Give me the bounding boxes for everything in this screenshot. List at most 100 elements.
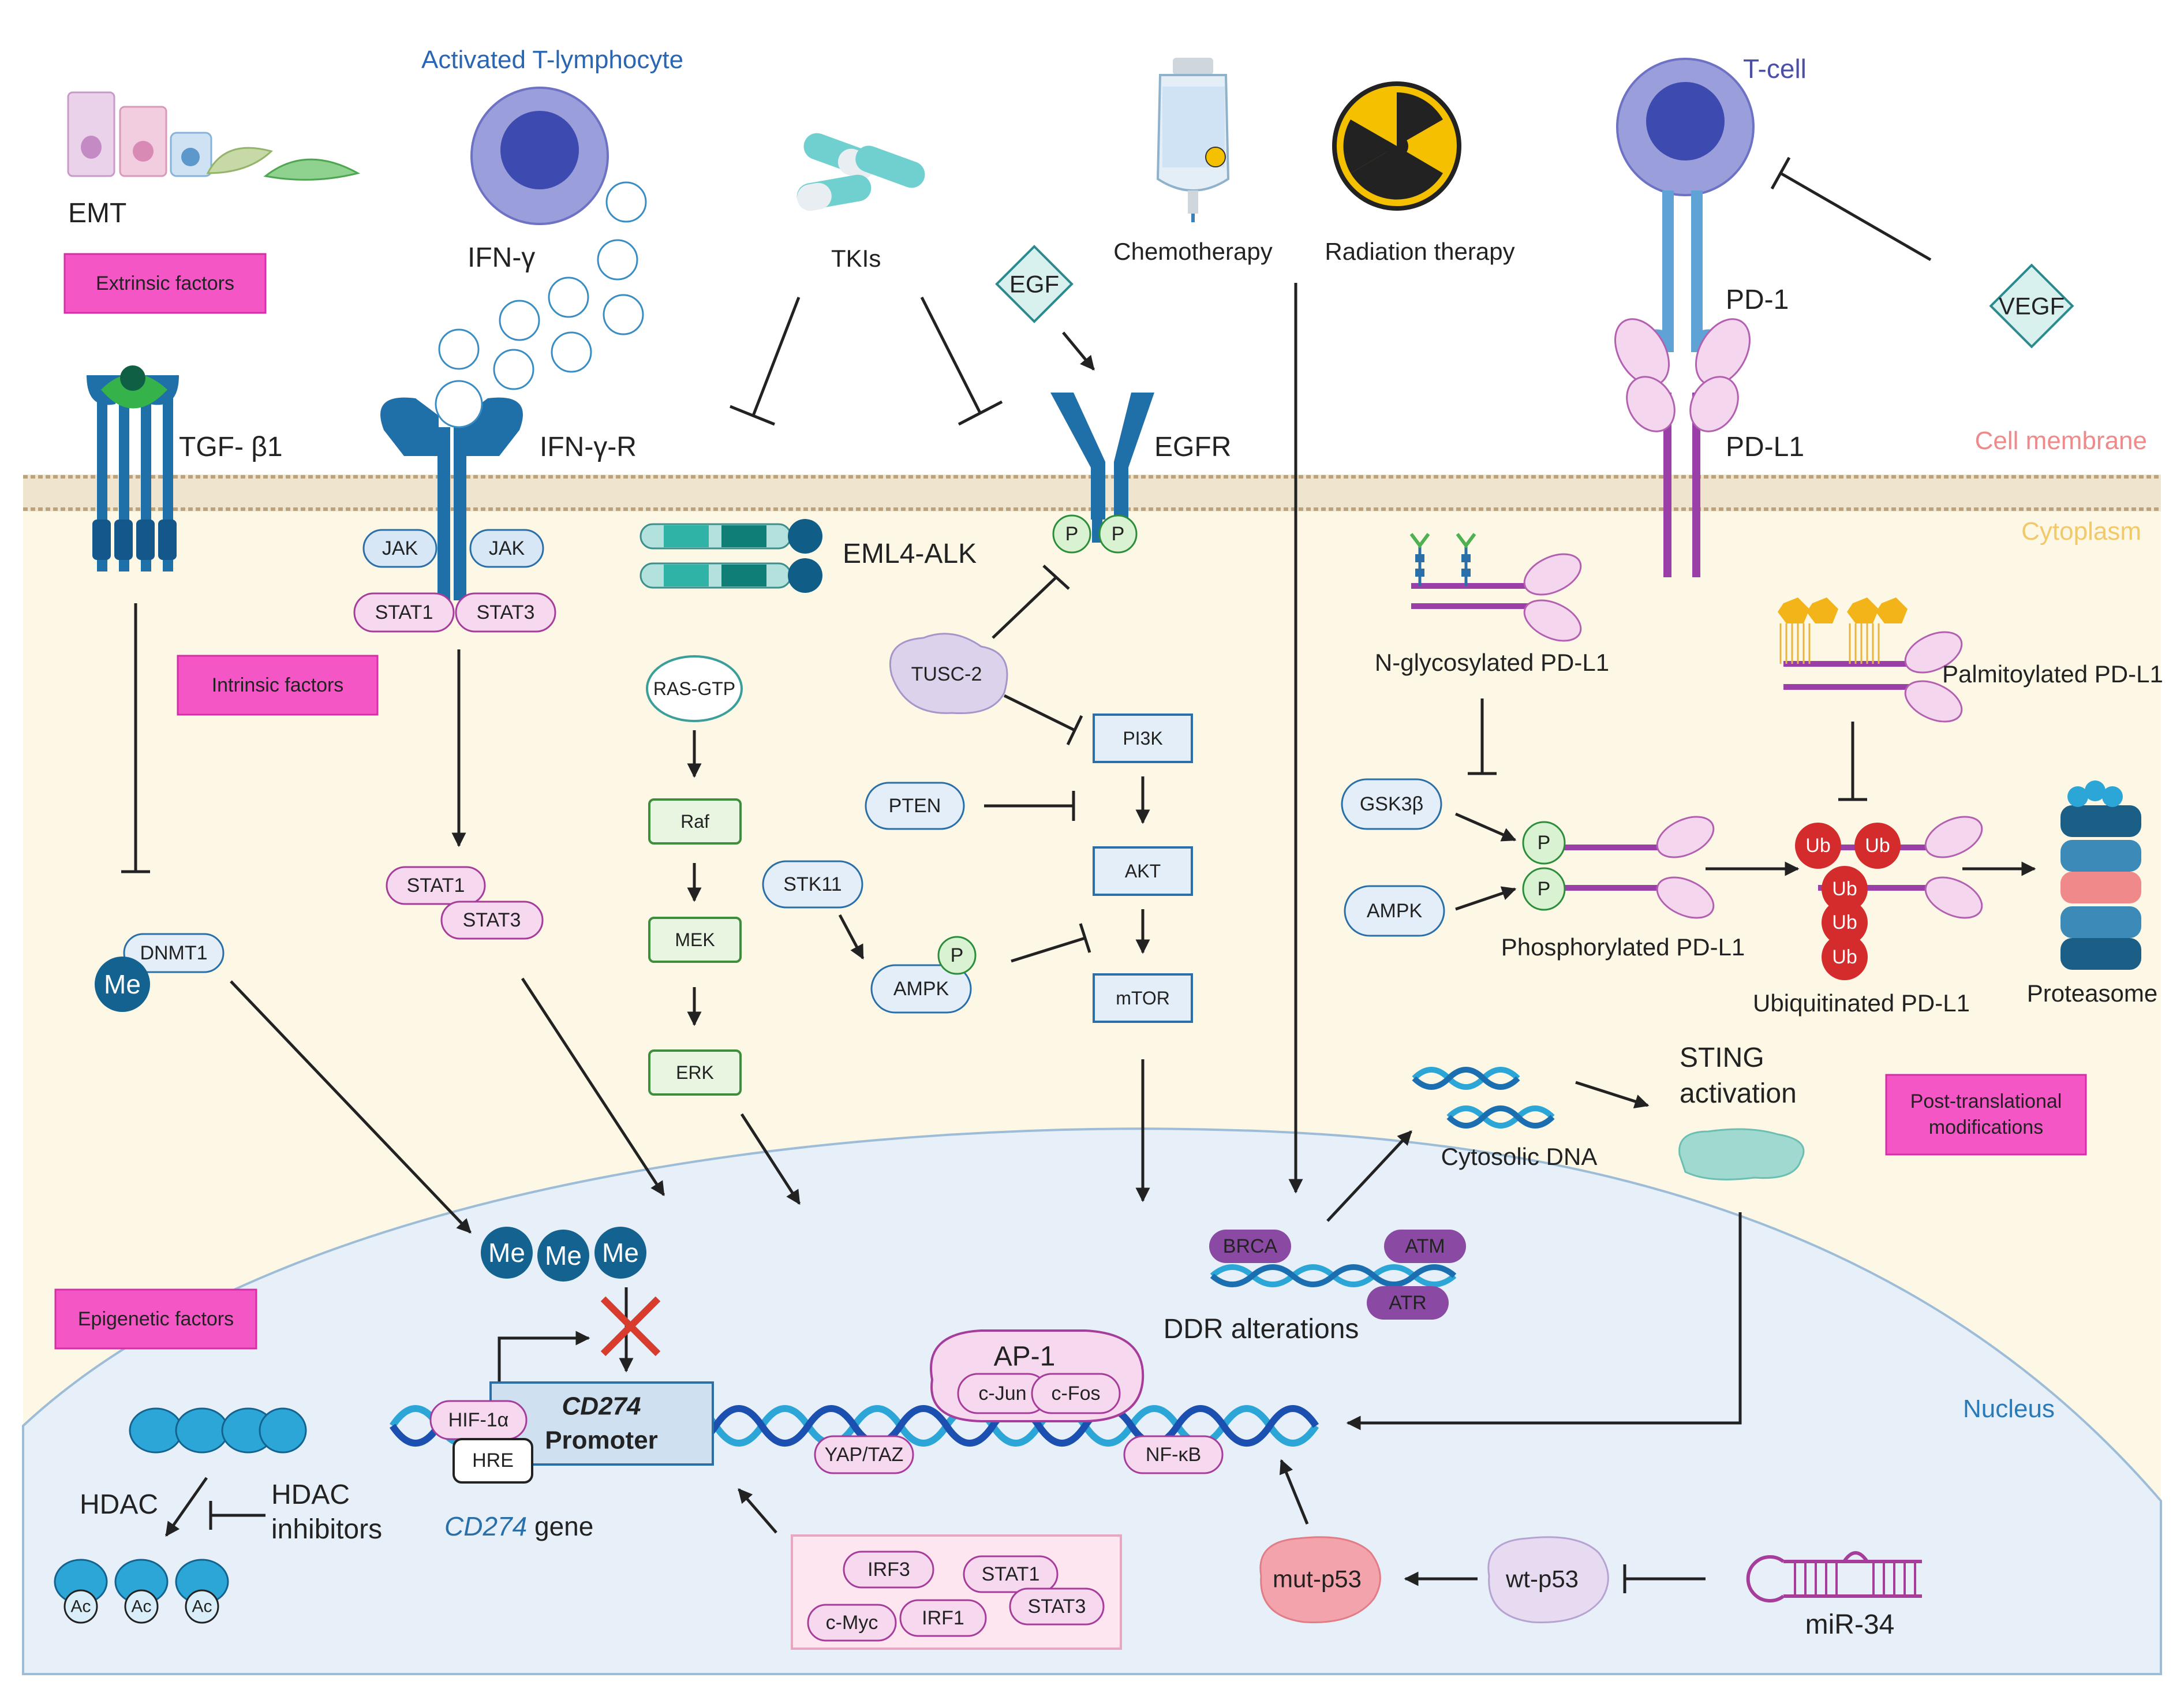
yaptaz-protein: YAP/TAZ [814, 1435, 914, 1474]
stat3-membrane: STAT3 [455, 592, 556, 633]
cmyc-protein: c-Myc [807, 1604, 897, 1642]
cytoplasm-label: Cytoplasm [2021, 517, 2141, 546]
svg-text:Me: Me [545, 1241, 582, 1271]
mutp53-to-dna [1279, 1459, 1309, 1525]
chromatin-acetylated [54, 1559, 229, 1605]
svg-text:DNMT1: DNMT1 [140, 942, 207, 964]
svg-text:Ac: Ac [131, 1597, 151, 1616]
svg-text:STAT3: STAT3 [1028, 1596, 1086, 1617]
svg-text:Me: Me [602, 1238, 639, 1268]
svg-text:IRF3: IRF3 [867, 1559, 910, 1581]
tf-to-promoter [738, 1488, 777, 1534]
egfr-phospho-1: P [1052, 514, 1091, 554]
hdac-inhibitors-label-1: HDAC [271, 1480, 350, 1510]
svg-text:Post-translational: Post-translational [1910, 1090, 2062, 1112]
ampk-ptm: AMPK [1344, 885, 1445, 937]
cfos-protein: c-Fos [1031, 1373, 1121, 1414]
erk-to-nucleus [740, 1113, 801, 1205]
methyl-2: Me [537, 1230, 589, 1282]
svg-text:Ub: Ub [1832, 878, 1857, 900]
phospho-p-1: P [1538, 832, 1551, 854]
ddr-dna [1210, 1264, 1457, 1287]
raf-box: Raf [648, 798, 742, 845]
tusc2-protein: TUSC-2 [889, 633, 1008, 715]
ac-2: Ac [124, 1589, 159, 1624]
ifngr-label: IFN-γ-R [540, 432, 637, 462]
svg-text:AMPK: AMPK [1367, 900, 1423, 922]
nucleus-label: Nucleus [1963, 1395, 2055, 1423]
cjun-protein: c-Jun [957, 1373, 1049, 1414]
svg-text:Promoter: Promoter [545, 1426, 658, 1455]
cell-membrane-label: Cell membrane [1975, 427, 2147, 455]
tki-inhibit-bar-1 [730, 405, 775, 426]
sting-label-1: STING [1680, 1043, 1764, 1073]
hdac-inhibitors-label-2: inhibitors [271, 1514, 382, 1545]
svg-text:Intrinsic factors: Intrinsic factors [212, 674, 344, 696]
svg-text:EGF: EGF [1009, 271, 1059, 298]
ac-3: Ac [185, 1589, 219, 1624]
sting-label-2: activation [1680, 1078, 1797, 1109]
ub-3: Ub [1822, 866, 1868, 912]
svg-text:AKT: AKT [1125, 861, 1161, 881]
svg-text:HIF-1α: HIF-1α [448, 1409, 509, 1431]
svg-text:VEGF: VEGF [1999, 293, 2065, 320]
dnmt1-to-methylation [230, 980, 472, 1234]
stat1-cytoplasm: STAT1 [386, 866, 486, 905]
methyl-group-dnmt1: Me [95, 957, 150, 1012]
pi3k-box: PI3K [1093, 713, 1193, 763]
gsk3b-to-phospho [1454, 812, 1517, 842]
hif1a-protein: HIF-1α [429, 1400, 528, 1440]
ampk-to-phospho [1455, 886, 1517, 911]
chromatin-condensed [129, 1407, 307, 1454]
svg-text:BRCA: BRCA [1223, 1235, 1278, 1257]
svg-text:Me: Me [104, 969, 141, 999]
eml4alk-fusion [640, 519, 822, 593]
tusc2-inhibit-pi3k [1003, 694, 1076, 732]
n-glyco-label: N-glycosylated PD-L1 [1375, 649, 1609, 676]
pd1-receptor [1645, 190, 1720, 352]
tf-box: IRF3 STAT1 STAT3 c-Myc IRF1 [791, 1534, 1122, 1650]
sting-protein [1678, 1128, 1805, 1181]
dnmt1-protein: DNMT1 [123, 933, 225, 973]
t-cell [1616, 58, 1755, 196]
phospho-p-2: P [1538, 878, 1551, 900]
ampk-cytoplasm: AMPK [870, 964, 972, 1014]
emt-label: EMT [68, 198, 126, 229]
ac-1: Ac [63, 1589, 98, 1624]
palmitoylated-pdl1 [1778, 597, 1963, 723]
stat3-nucleus: STAT3 [1009, 1587, 1105, 1626]
mir34-label: miR-34 [1805, 1609, 1895, 1640]
extrinsic-factors-tag: Extrinsic factors [63, 253, 267, 314]
svg-text:PTEN: PTEN [889, 795, 941, 817]
tusc2-inhibit-egfr [992, 576, 1057, 639]
cytosolic-dna-label: Cytosolic DNA [1441, 1143, 1598, 1170]
n-glycosylated-pdl1 [1409, 533, 1582, 642]
svg-text:wt-p53: wt-p53 [1505, 1566, 1579, 1593]
ifngr-receptor [380, 380, 523, 600]
svg-text:STK11: STK11 [783, 873, 842, 895]
svg-text:ATM: ATM [1405, 1235, 1445, 1257]
cytosolic-dna [1412, 1067, 1555, 1129]
ampk-inhibit-mtor [1011, 936, 1086, 963]
ampk-phospho: P [937, 936, 977, 975]
gsk3b-protein: GSK3β [1341, 778, 1442, 830]
svg-text:AMPK: AMPK [893, 978, 949, 1000]
activated-t-label: Activated T-lymphocyte [421, 46, 683, 74]
tusc2-inhibit-egfr-bar [1042, 565, 1070, 590]
jak-right: JAK [469, 529, 544, 568]
intrinsic-factors-tag: Intrinsic factors [177, 655, 379, 716]
ifng-particles [438, 181, 647, 390]
cd274-gene-label: CD274 gene [444, 1511, 593, 1541]
svg-text:STAT1: STAT1 [982, 1563, 1040, 1585]
nfkb-protein: NF-κB [1123, 1435, 1224, 1474]
ddr-to-cytosolic-dna [1326, 1130, 1412, 1222]
epigenetic-factors-tag: Epigenetic factors [54, 1288, 257, 1350]
pdl1-label: PD-L1 [1726, 432, 1804, 462]
dna-to-sting [1575, 1081, 1650, 1109]
egf-to-egfr [1062, 331, 1095, 371]
svg-text:HRE: HRE [472, 1450, 514, 1471]
svg-text:Ub: Ub [1865, 835, 1890, 857]
tcell-label: T-cell [1743, 54, 1807, 84]
pdl1-membrane [1614, 318, 1751, 577]
